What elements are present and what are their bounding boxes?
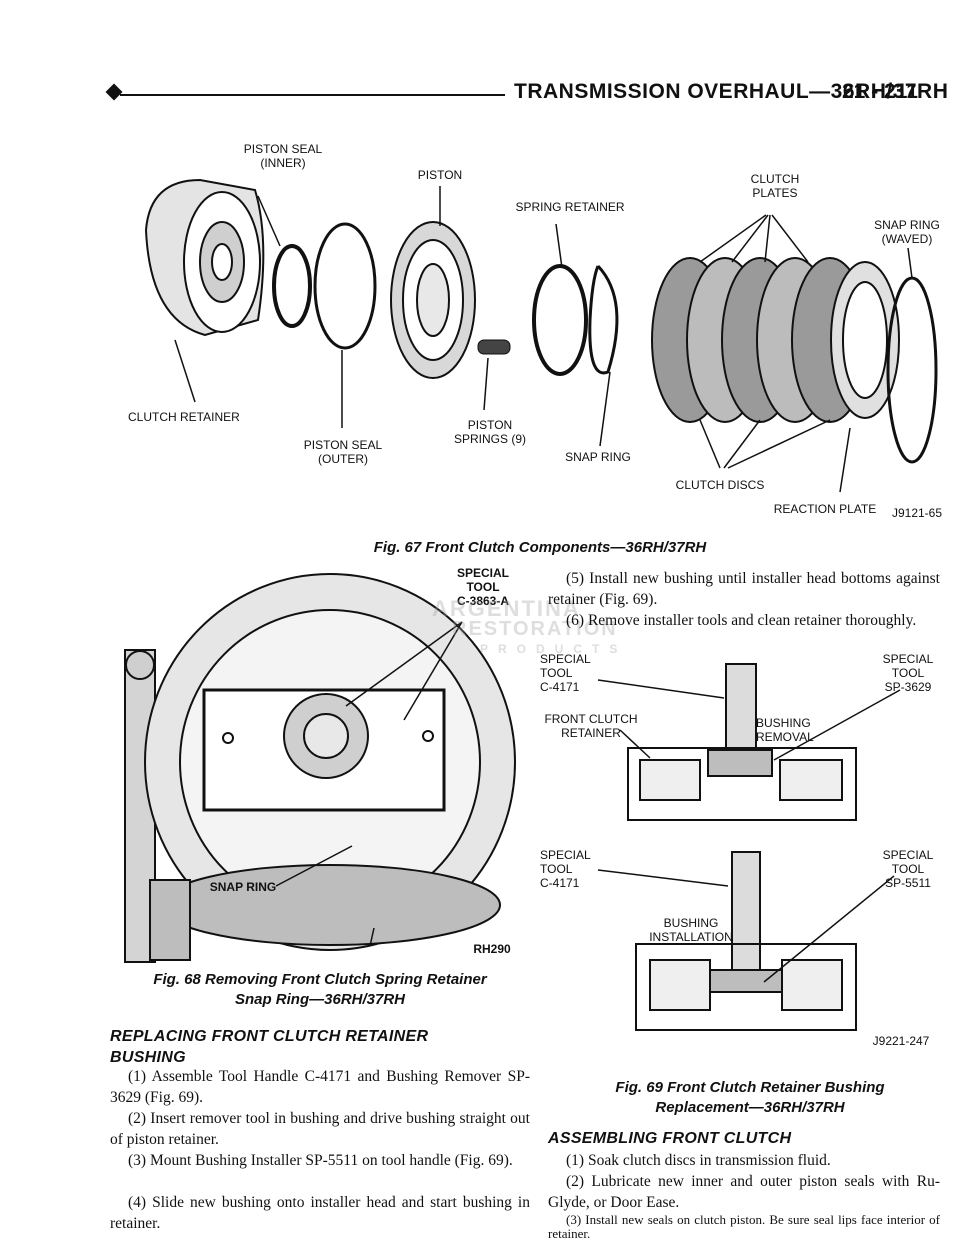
label-tool-c4171-bottom: SPECIAL TOOL C-4171 xyxy=(540,848,591,890)
label-front-clutch-retainer: FRONT CLUTCH RETAINER xyxy=(544,712,638,740)
piston-springs-drawing xyxy=(477,339,511,355)
label-tool-sp5511: SPECIAL TOOL SP-5511 xyxy=(882,848,934,890)
label-piston-seal-outer: PISTON SEAL (OUTER) xyxy=(303,438,383,466)
snap-ring-drawing xyxy=(588,264,619,375)
label-reaction-plate: REACTION PLATE xyxy=(773,502,877,516)
watermark-line-3: PRODUCTS xyxy=(480,642,628,656)
clutch-retainer-drawing xyxy=(144,178,265,337)
fig67-illustration xyxy=(144,178,938,493)
label-snap-ring-fig68: SNAP RING xyxy=(209,880,277,894)
watermark-line-1: ARGENTINA xyxy=(432,596,581,621)
fig68-caption: Fig. 68 Removing Front Clutch Spring Ret… xyxy=(153,971,487,1008)
label-piston: PISTON xyxy=(417,168,463,182)
figure-code-fig68: RH290 xyxy=(473,942,511,956)
piston-seal-inner-drawing xyxy=(272,244,312,328)
heading-assembling-front-clutch: ASSEMBLING FRONT CLUTCH xyxy=(548,1130,792,1147)
label-piston-springs: PISTON SPRINGS (9) xyxy=(453,418,526,446)
replace-step-1: (1) Assemble Tool Handle C-4171 and Bush… xyxy=(110,1068,530,1106)
watermark-line-2: RESTORATION xyxy=(452,618,618,640)
label-spring-retainer: SPRING RETAINER xyxy=(515,200,625,214)
replace-step-4: (4) Slide new bushing onto installer hea… xyxy=(110,1194,530,1232)
assemble-step-1: (1) Soak clutch discs in transmission fl… xyxy=(566,1152,831,1169)
replace-step-2: (2) Insert remover tool in bushing and d… xyxy=(110,1110,530,1148)
bushing-removal-drawing xyxy=(627,663,857,821)
spring-retainer-drawing xyxy=(532,264,588,376)
fig67-leader-lines xyxy=(174,186,913,493)
label-clutch-discs: CLUTCH DISCS xyxy=(675,478,765,492)
label-piston-seal-inner: PISTON SEAL (INNER) xyxy=(243,142,323,170)
label-clutch-retainer: CLUTCH RETAINER xyxy=(128,410,240,424)
heading-replacing-bushing: REPLACING FRONT CLUTCH RETAINER BUSHING xyxy=(110,1028,429,1066)
label-snap-ring: SNAP RING xyxy=(565,450,631,464)
header-rule xyxy=(120,94,505,96)
piston-seal-outer-drawing xyxy=(313,222,377,350)
fig67-caption: Fig. 67 Front Clutch Components—36RH/37R… xyxy=(373,539,707,556)
label-special-tool-c3863a: SPECIAL TOOL C-3863-A xyxy=(456,566,510,608)
bushing-installation-drawing xyxy=(635,851,857,1031)
assemble-step-2: (2) Lubricate new inner and outer piston… xyxy=(548,1173,940,1211)
label-snap-ring-waved: SNAP RING (WAVED) xyxy=(874,218,940,246)
fig69-caption: Fig. 69 Front Clutch Retainer Bushing Re… xyxy=(615,1079,885,1116)
label-clutch-plates: CLUTCH PLATES xyxy=(750,172,800,200)
label-tool-c4171-top: SPECIAL TOOL C-4171 xyxy=(540,652,591,694)
page-number: 21 - 211 xyxy=(842,80,918,103)
label-bushing-removal: BUSHING REMOVAL xyxy=(756,716,814,744)
assemble-step-3: (3) Install new seals on clutch piston. … xyxy=(548,1212,940,1241)
section-title: TRANSMISSION OVERHAUL—36RH/37RH xyxy=(514,80,949,103)
piston-drawing xyxy=(390,221,476,379)
clutch-pack-drawing xyxy=(651,257,900,423)
figure-code: J9121-65 xyxy=(891,506,943,520)
label-bushing-installation: BUSHING INSTALLATION xyxy=(649,916,733,944)
label-tool-sp3629: SPECIAL TOOL SP-3629 xyxy=(882,652,934,694)
figure-code-fig69: J9221-247 xyxy=(872,1034,930,1048)
replace-step-3: (3) Mount Bushing Installer SP-5511 on t… xyxy=(128,1152,513,1169)
step-5-text: (5) Install new bushing until installer … xyxy=(548,570,940,608)
step-6-text: (6) Remove installer tools and clean ret… xyxy=(566,612,917,629)
